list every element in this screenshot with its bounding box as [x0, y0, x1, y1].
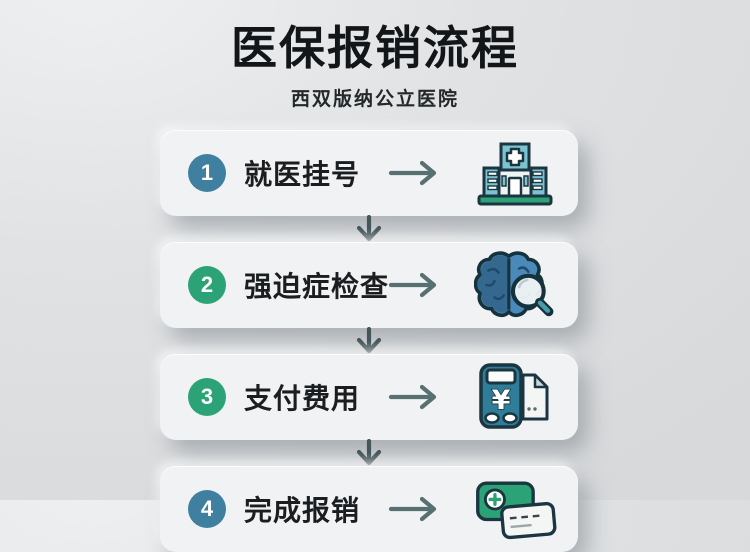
step-number: 3 [200, 384, 214, 409]
step-number-badge: 3 [188, 378, 226, 416]
payment-terminal-icon: ¥ [472, 360, 558, 434]
yen-symbol: ¥ [492, 385, 511, 416]
hospital-icon [472, 136, 558, 210]
page-title: 医保报销流程 [231, 22, 519, 74]
step-number: 2 [200, 272, 214, 297]
down-arrow-icon [356, 439, 382, 466]
insurance-card-icon [472, 472, 558, 546]
right-arrow-icon [388, 160, 437, 186]
step-number-badge: 1 [188, 154, 226, 192]
down-arrow-icon [356, 215, 382, 242]
down-arrow-icon [356, 327, 382, 354]
right-arrow-icon [388, 272, 437, 298]
step-label: 支付费用 [244, 383, 361, 414]
step-number: 1 [200, 160, 214, 185]
header: 医保报销流程 西双版纳公立医院 [0, 22, 750, 111]
step-number-badge: 4 [188, 490, 226, 528]
step-number-badge: 2 [188, 266, 226, 304]
step-card-4: 4 完成报销 [160, 466, 578, 552]
step-label: 完成报销 [244, 495, 361, 526]
step-card-1: 1 就医挂号 [160, 130, 578, 216]
brain-magnifier-icon [472, 248, 558, 322]
step-card-2: 2 强迫症检查 [160, 242, 578, 328]
step-label: 强迫症检查 [244, 271, 390, 302]
step-card-3: 3 支付费用 ¥ [160, 354, 578, 440]
page-subtitle: 西双版纳公立医院 [290, 88, 459, 110]
step-label: 就医挂号 [244, 159, 361, 190]
process-flow: 1 就医挂号 [160, 130, 578, 552]
right-arrow-icon [388, 384, 437, 410]
right-arrow-icon [388, 496, 437, 522]
